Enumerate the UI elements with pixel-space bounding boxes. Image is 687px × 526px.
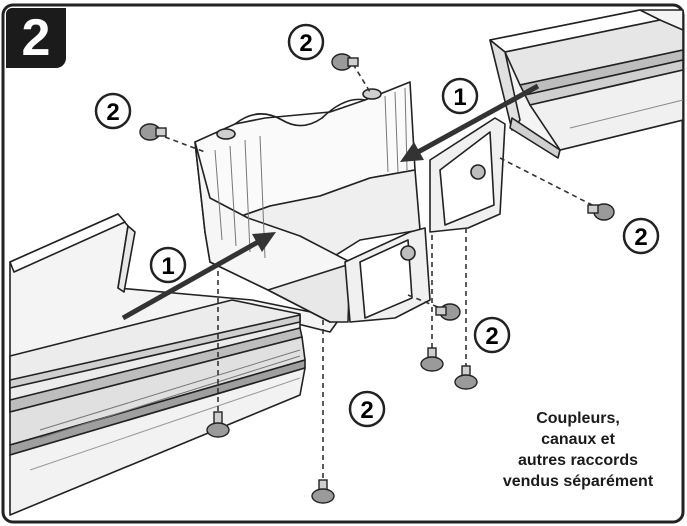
callout-2-top-center: 2: [287, 23, 325, 61]
screw-bottom-center: [311, 479, 335, 504]
screw-right: [587, 203, 615, 221]
screw-top-center: [331, 53, 359, 71]
callout-label: 1: [453, 84, 466, 111]
note-line: vendus séparément: [502, 473, 654, 490]
screw-center-right: [435, 303, 461, 321]
insertion-arrow-left: [121, 232, 276, 321]
sold-separately-note: Coupleurs, canaux et autres raccords ven…: [478, 408, 678, 492]
step-number-badge: 2: [6, 8, 66, 68]
callout-label: 2: [106, 99, 119, 126]
left-raceway-channel: [9, 213, 341, 516]
screw-bottom-left: [206, 411, 230, 438]
screw-lower-right-b: [454, 365, 478, 390]
callout-label: 2: [299, 30, 312, 57]
callout-1-left: 1: [149, 246, 187, 284]
callout-2-right: 2: [622, 217, 660, 255]
callout-1-right: 1: [441, 77, 479, 115]
callout-2-bottom: 2: [348, 390, 386, 428]
right-raceway-channel: [489, 9, 684, 159]
callout-label: 1: [161, 253, 174, 280]
screw-guide-lines: [164, 63, 599, 487]
screw-top-left: [139, 123, 167, 141]
callout-label: 2: [634, 224, 647, 251]
callout-2-center-right: 2: [473, 316, 511, 354]
note-line: autres raccords: [517, 452, 639, 469]
note-line: canaux et: [541, 431, 615, 448]
corner-coupler-fitting: [194, 81, 506, 323]
screw-lower-right-a: [420, 347, 444, 372]
note-line: Coupleurs,: [536, 410, 620, 427]
callout-2-top-left: 2: [94, 92, 132, 130]
callout-label: 2: [360, 397, 373, 424]
insertion-arrow-right: [400, 83, 540, 162]
callout-label: 2: [485, 323, 498, 350]
